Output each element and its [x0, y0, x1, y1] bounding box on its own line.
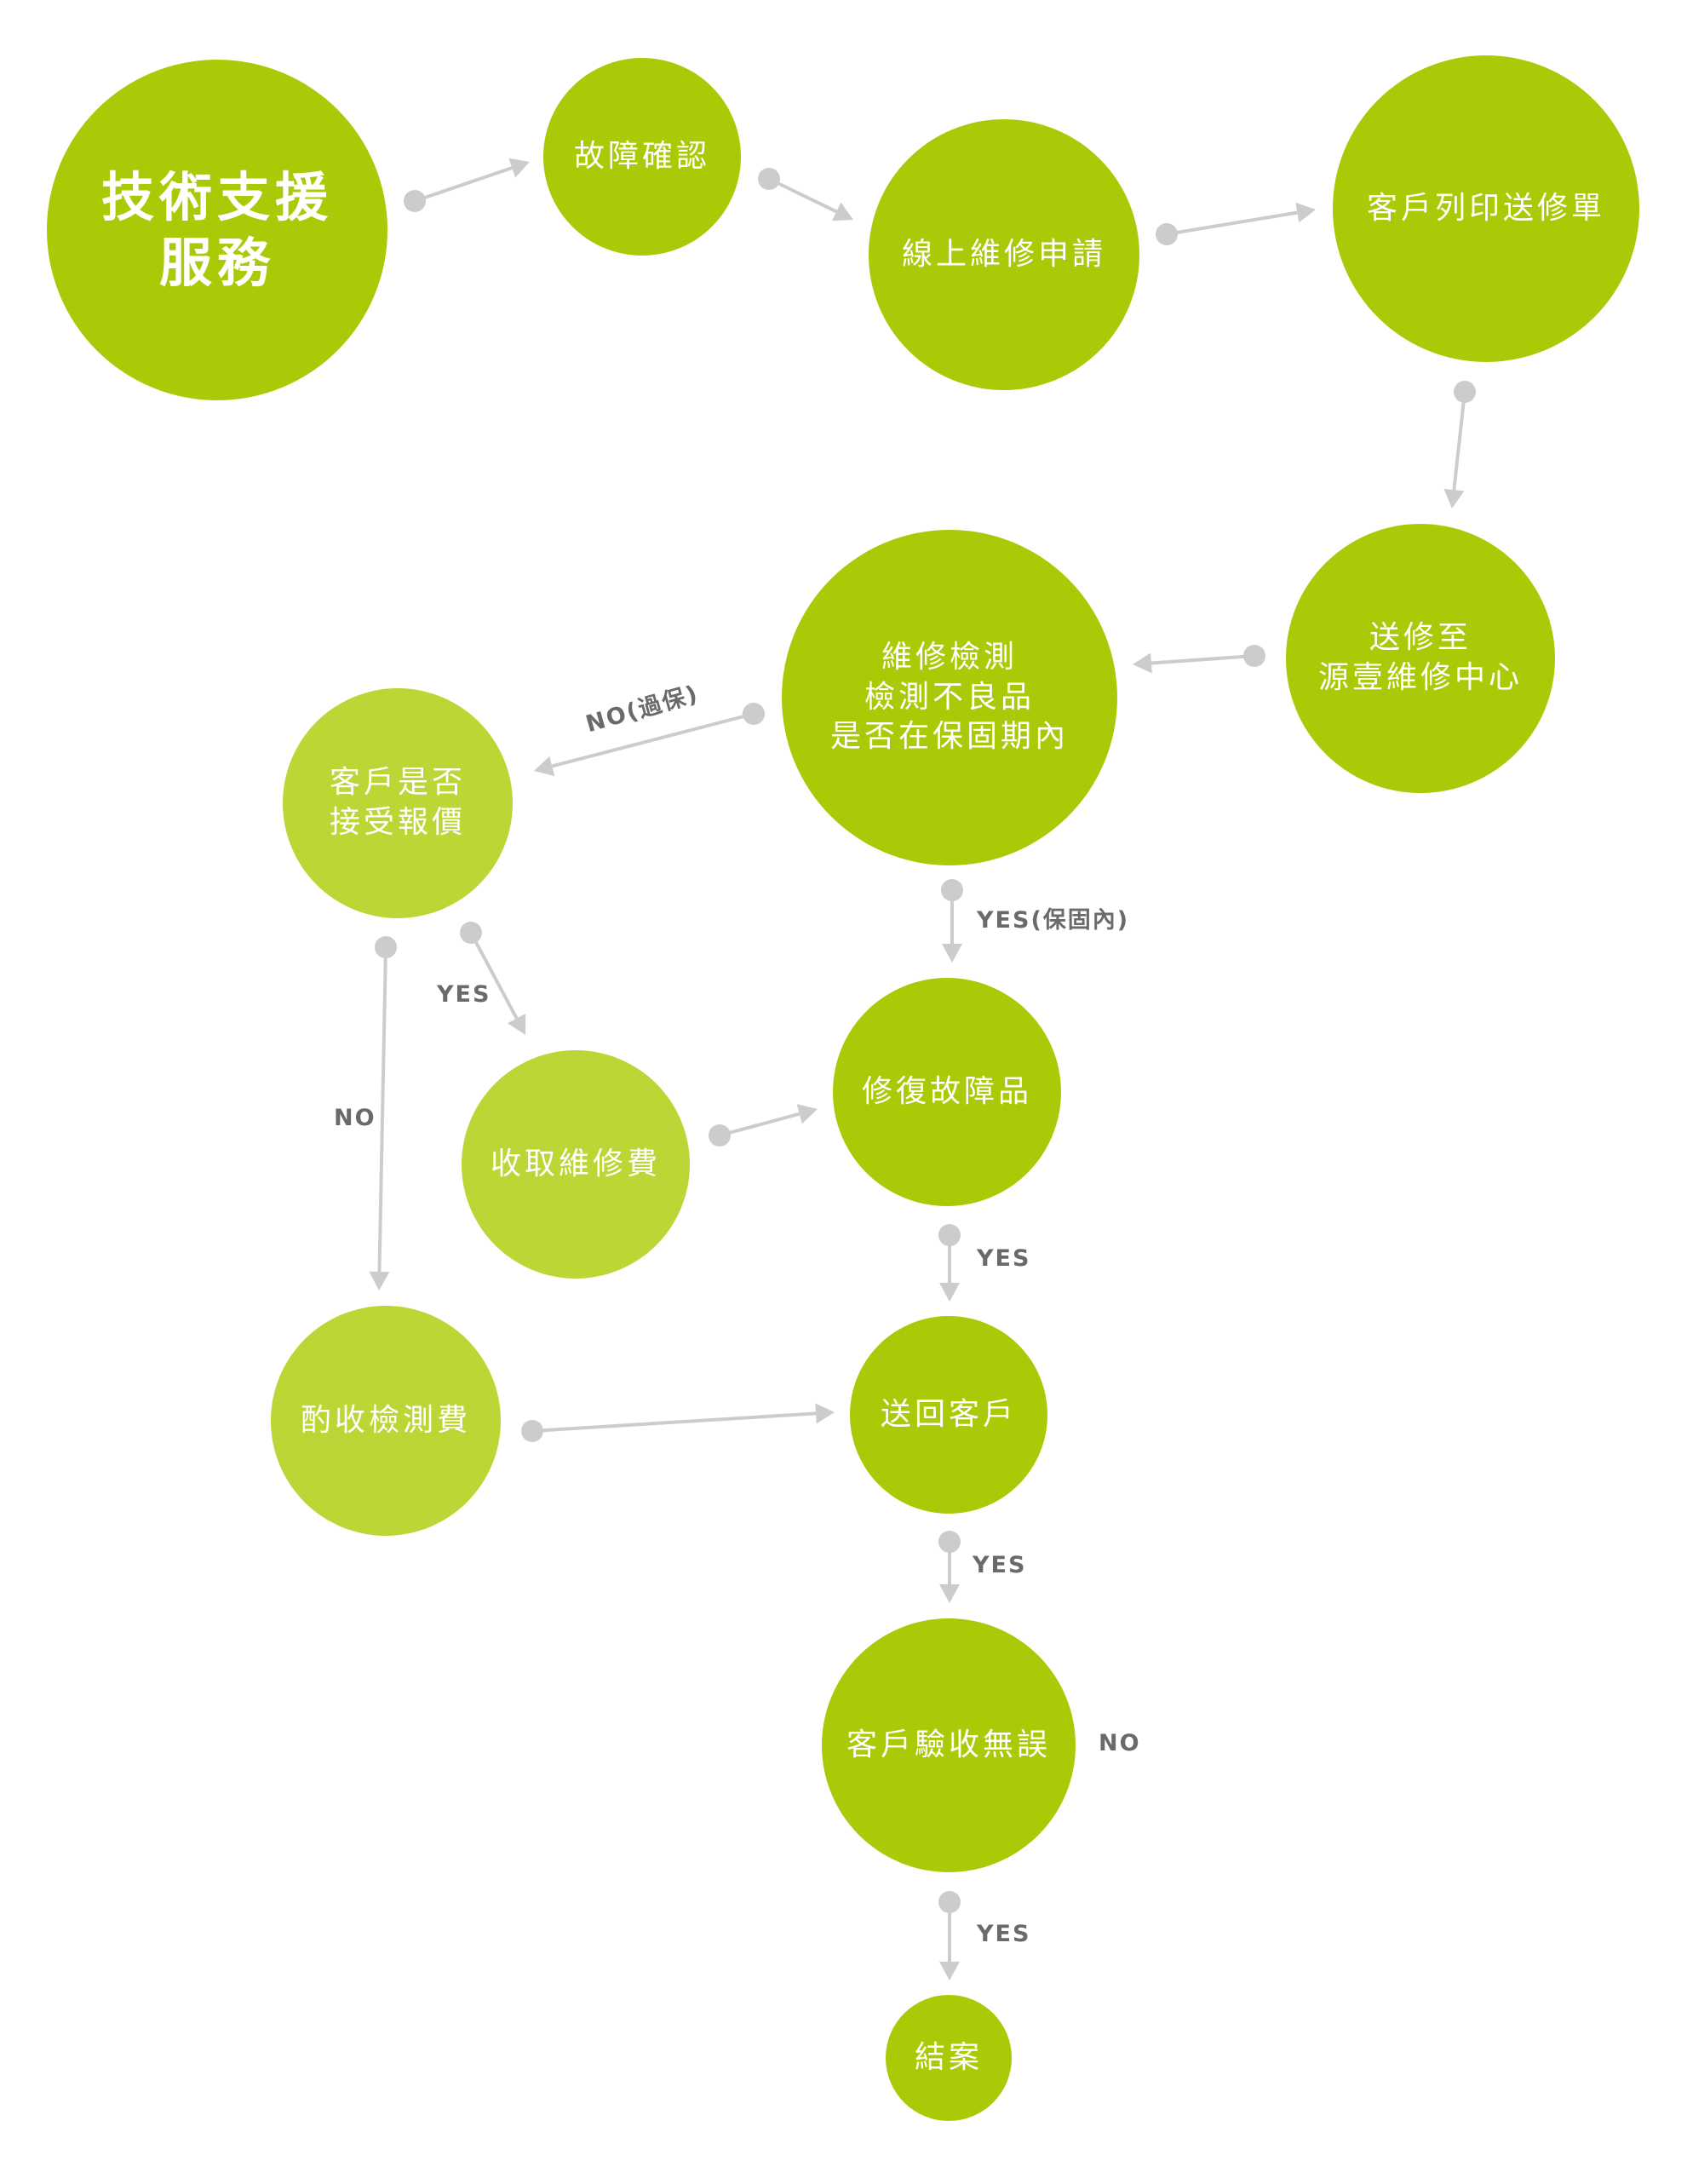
edge-label-yes-return: YES: [973, 1552, 1027, 1578]
edge-start-to-fault-check-line: [414, 166, 513, 203]
node-inspect-fee: 酌收檢測費: [271, 1306, 501, 1536]
edge-repair-to-return-arrowhead: [939, 1283, 960, 1302]
edge-acceptance-to-close-arrowhead: [939, 1962, 960, 1980]
edge-accept-quote-to-inspect-fee-arrowhead: [369, 1271, 390, 1290]
edge-start-to-fault-check: [404, 158, 530, 212]
node-close-label: 結案: [914, 2039, 983, 2075]
node-accept-quote: 客戶是否 接受報價: [283, 688, 513, 918]
edge-return-to-acceptance: [938, 1531, 961, 1603]
edge-accept-quote-to-inspect-fee-dot: [375, 936, 397, 958]
edge-accept-quote-to-inspect-fee-line: [377, 946, 387, 1273]
node-online-apply: 線上維修申請: [869, 119, 1139, 390]
node-inspect-label: 維修檢測 檢測不良品 是否在保固期內: [829, 639, 1069, 755]
node-fault-check-label: 故障確認: [573, 138, 710, 174]
edge-inspect-to-accept-quote: [534, 703, 765, 777]
node-start-label: 技術支援 服務: [100, 165, 333, 295]
node-acceptance-label: 客戶驗收無誤: [846, 1727, 1051, 1762]
node-accept-quote-label: 客戶是否 接受報價: [329, 765, 466, 840]
edge-start-to-fault-check-arrowhead: [508, 158, 530, 178]
edge-send-center-to-inspect-arrowhead: [1133, 652, 1152, 674]
edge-accept-quote-to-charge-fee-line: [469, 932, 519, 1020]
node-start: 技術支援 服務: [47, 60, 387, 400]
edge-fault-check-to-online-apply-dot: [758, 168, 780, 190]
edge-inspect-fee-to-return: [521, 1403, 835, 1442]
edge-accept-quote-to-charge-fee: [460, 922, 526, 1035]
node-online-apply-label: 線上維修申請: [901, 236, 1106, 272]
edge-charge-fee-to-repair-arrowhead: [796, 1104, 818, 1124]
edge-charge-fee-to-repair-dot: [709, 1124, 731, 1147]
edge-accept-quote-to-inspect-fee: [369, 936, 397, 1290]
edge-inspect-to-accept-quote-dot: [743, 703, 765, 725]
edge-inspect-fee-to-return-dot: [521, 1420, 543, 1442]
edge-return-to-acceptance-dot: [938, 1531, 961, 1553]
edge-inspect-fee-to-return-arrowhead: [815, 1403, 835, 1424]
edge-label-yes-close: YES: [977, 1921, 1031, 1947]
edge-label-yes-accept: YES: [437, 981, 491, 1008]
edge-acceptance-to-close: [938, 1891, 961, 1980]
edge-online-apply-to-print-form-arrowhead: [1295, 202, 1316, 223]
edge-print-form-to-send-center: [1443, 381, 1476, 509]
node-repair: 修復故障品: [833, 978, 1061, 1206]
node-inspect-fee-label: 酌收檢測費: [300, 1402, 471, 1438]
edge-start-to-fault-check-dot: [404, 190, 426, 212]
node-close: 結案: [886, 1995, 1012, 2121]
edge-inspect-fee-to-return-line: [531, 1411, 817, 1433]
edge-send-center-to-inspect-dot: [1243, 645, 1265, 667]
edge-inspect-to-accept-quote-line: [551, 712, 755, 768]
edge-label-no-accept: NO: [334, 1105, 376, 1131]
edge-inspect-to-repair-dot: [941, 879, 963, 901]
edge-repair-to-return-dot: [938, 1224, 961, 1246]
node-inspect: 維修檢測 檢測不良品 是否在保固期內: [782, 530, 1117, 865]
node-acceptance: 客戶驗收無誤: [822, 1618, 1076, 1872]
edge-inspect-to-repair-arrowhead: [942, 944, 962, 963]
node-charge-fee-label: 收取維修費: [490, 1146, 661, 1181]
node-send-center-label: 送修至 源壹維修中心: [1317, 620, 1523, 695]
edge-print-form-to-send-center-line: [1452, 391, 1466, 491]
edge-fault-check-to-online-apply-line: [768, 177, 838, 214]
edge-accept-quote-to-charge-fee-dot: [460, 922, 482, 944]
node-repair-label: 修復故障品: [861, 1073, 1032, 1109]
edge-charge-fee-to-repair-line: [719, 1112, 800, 1137]
edge-online-apply-to-print-form-dot: [1156, 223, 1178, 245]
edge-send-center-to-inspect: [1133, 645, 1265, 674]
edge-print-form-to-send-center-dot: [1454, 381, 1476, 403]
node-return: 送回客戶: [850, 1316, 1047, 1514]
edge-acceptance-to-close-dot: [938, 1891, 961, 1913]
node-print-form-label: 客戶列印送修單: [1366, 190, 1605, 226]
edge-charge-fee-to-repair: [709, 1104, 818, 1147]
edge-inspect-to-accept-quote-arrowhead: [534, 756, 555, 777]
edge-label-yes-repair: YES: [977, 1245, 1031, 1272]
edge-fault-check-to-online-apply-arrowhead: [831, 202, 853, 221]
edge-label-no-acceptance: NO: [1099, 1730, 1141, 1756]
edge-online-apply-to-print-form: [1156, 202, 1316, 245]
node-send-center: 送修至 源壹維修中心: [1286, 524, 1555, 793]
node-fault-check: 故障確認: [543, 58, 741, 256]
edge-print-form-to-send-center-arrowhead: [1443, 488, 1465, 509]
node-print-form: 客戶列印送修單: [1333, 55, 1639, 362]
node-return-label: 送回客戶: [880, 1396, 1017, 1432]
edge-label-yes-warranty: YES(保固內): [977, 907, 1130, 934]
edge-fault-check-to-online-apply: [758, 168, 853, 221]
edge-accept-quote-to-charge-fee-arrowhead: [508, 1013, 526, 1035]
edge-inspect-to-repair: [941, 879, 963, 963]
edge-return-to-acceptance-arrowhead: [939, 1584, 960, 1603]
edge-repair-to-return: [938, 1224, 961, 1302]
node-charge-fee: 收取維修費: [462, 1050, 690, 1279]
edge-online-apply-to-print-form-line: [1166, 210, 1298, 236]
edge-send-center-to-inspect-line: [1150, 654, 1255, 665]
